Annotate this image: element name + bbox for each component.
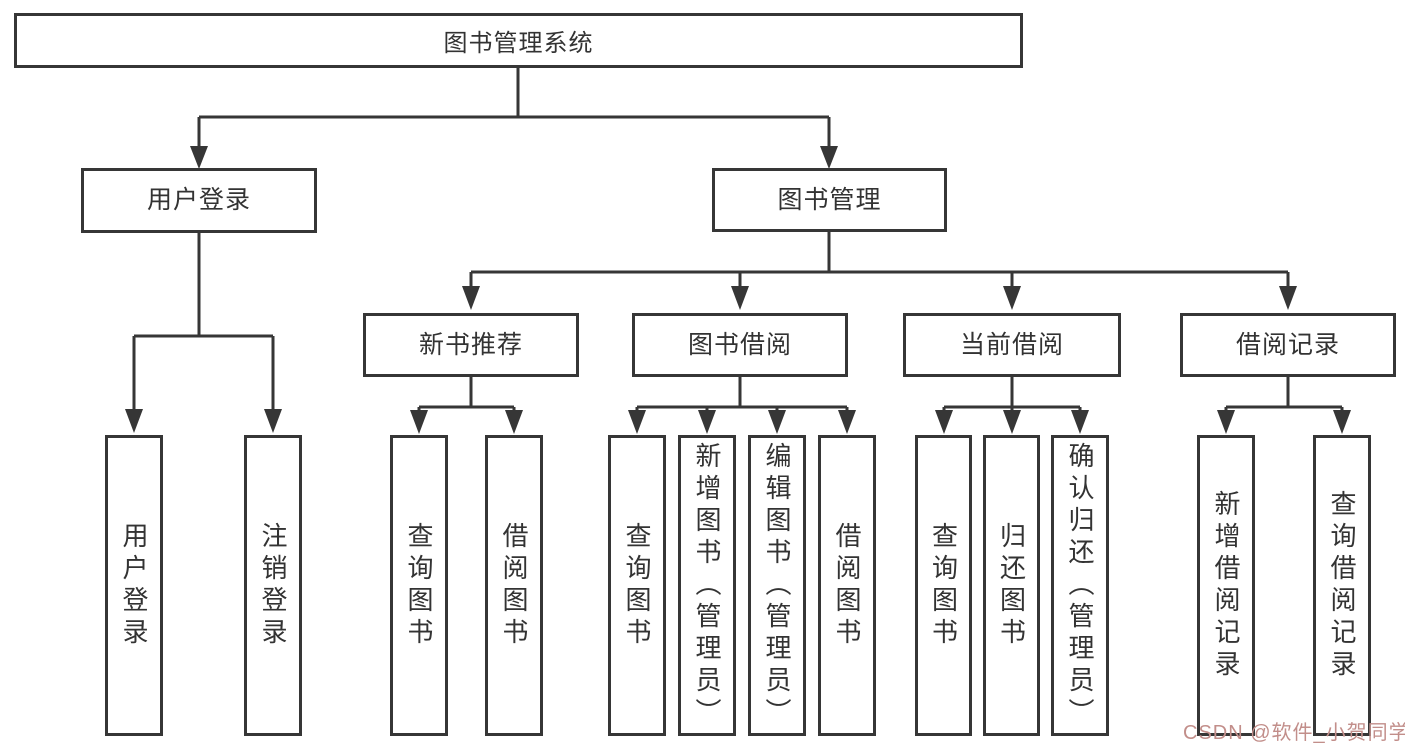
arrowhead [1333,410,1351,434]
node-borrowing-records: 借阅记录 [1180,313,1396,377]
node-new-book-recommend: 新书推荐 [363,313,579,377]
leaf-user-login: 用户登录 [105,435,163,736]
node-current-borrowing: 当前借阅 [903,313,1121,377]
leaf-logout: 注销登录 [244,435,302,736]
arrowhead [820,146,838,169]
connector-bb-to-leaves [635,377,849,411]
arrowhead [1279,286,1297,310]
connector-cb-to-leaves [942,377,1082,411]
leaf-cb-query-books: 查询图书 [915,435,972,736]
watermark: CSDN @软件_小贺同学 [1183,722,1405,744]
arrowhead [731,286,749,310]
node-root: 图书管理系统 [14,13,1023,68]
connector-userlogin-to-leaves [132,233,275,410]
node-user-login: 用户登录 [81,168,317,233]
arrowhead [935,410,953,434]
arrowhead [264,409,282,433]
connector-mgmt-to-level2 [469,232,1290,287]
arrowheads [125,146,1351,434]
arrowhead [698,410,716,434]
leaf-br-query-record: 查询借阅记录 [1313,435,1371,736]
leaf-nbr-borrow-books: 借阅图书 [485,435,543,736]
arrowhead [462,286,480,310]
leaf-br-add-record: 新增借阅记录 [1197,435,1255,736]
node-book-borrowing: 图书借阅 [632,313,848,377]
arrowhead [125,409,143,433]
arrowhead [505,410,523,434]
arrowhead [838,410,856,434]
arrowhead [1003,286,1021,310]
connector-root-to-level1 [197,68,831,146]
arrowhead [1003,410,1021,434]
arrowhead [1071,410,1089,434]
connector-br-to-leaves [1224,377,1344,411]
arrowhead [1217,410,1235,434]
leaf-bb-borrow-books: 借阅图书 [818,435,876,736]
arrowhead [768,410,786,434]
leaf-cb-confirm-return-admin: 确认归还（管理员） [1051,435,1109,736]
node-book-management: 图书管理 [712,168,947,232]
leaf-cb-return-books: 归还图书 [983,435,1040,736]
leaf-bb-query-books: 查询图书 [608,435,666,736]
arrowhead [410,410,428,434]
arrowhead [190,146,208,169]
leaf-bb-edit-books-admin: 编辑图书（管理员） [748,435,806,736]
connector-nbr-to-leaves [417,377,516,411]
leaf-nbr-query-books: 查询图书 [390,435,448,736]
arrowhead [628,410,646,434]
leaf-bb-add-books-admin: 新增图书（管理员） [678,435,736,736]
